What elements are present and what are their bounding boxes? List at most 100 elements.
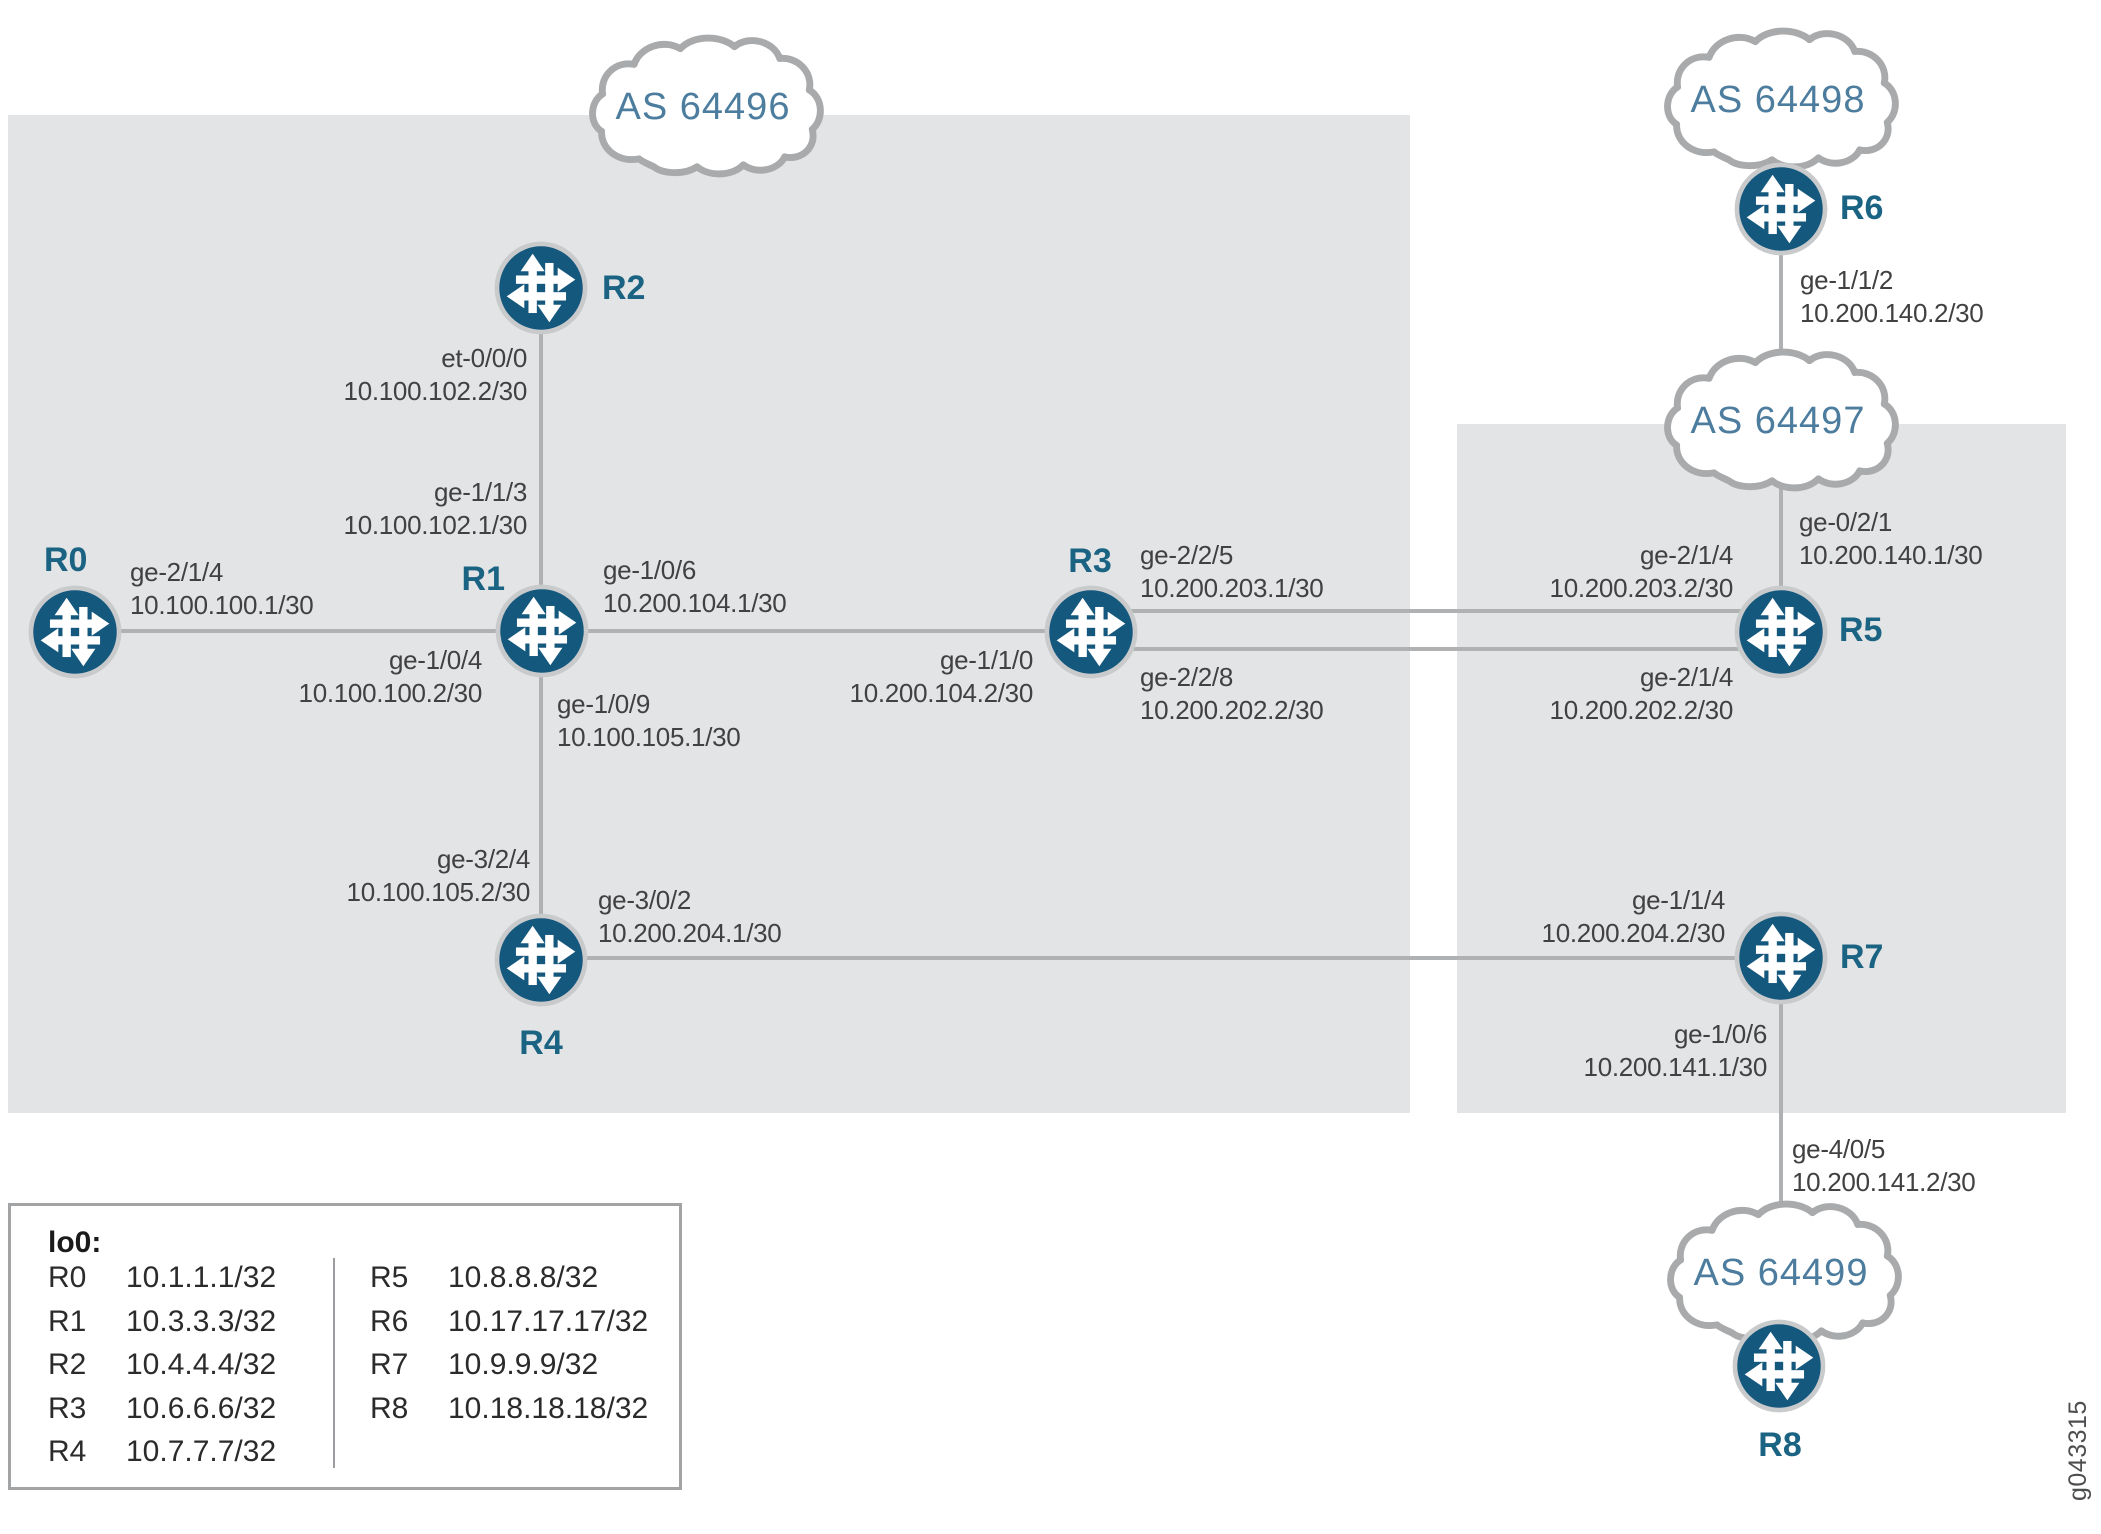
legend-loopback-ip: 10.8.8.8/32 <box>448 1261 599 1294</box>
interface-name: ge-1/1/4 <box>1631 885 1725 915</box>
interface-ip: 10.200.202.2/30 <box>1140 695 1324 725</box>
interface-name: ge-2/1/4 <box>1639 540 1733 570</box>
router-label-r3: R3 <box>1068 542 1112 580</box>
interface-ip: 10.200.203.1/30 <box>1140 573 1324 603</box>
interface-ip: 10.200.104.2/30 <box>849 678 1034 708</box>
router-r6 <box>1730 158 1832 260</box>
interface-ip: 10.200.204.2/30 <box>1541 918 1726 948</box>
as-64496-region <box>8 115 1410 1113</box>
as-cloud-label: AS 64497 <box>1690 399 1866 442</box>
as-cloud-label: AS 64496 <box>615 85 791 128</box>
interface-name: ge-0/2/1 <box>1799 507 1893 537</box>
legend-loopback-ip: 10.7.7.7/32 <box>126 1435 277 1468</box>
router-r8 <box>1728 1315 1830 1417</box>
router-r3 <box>1040 581 1142 683</box>
interface-ip: 10.100.102.1/30 <box>343 510 528 540</box>
router-icon <box>28 585 122 679</box>
router-label-r7: R7 <box>1840 938 1884 976</box>
interface-ip: 10.200.204.1/30 <box>598 918 782 948</box>
cloud-shape <box>1664 348 1899 492</box>
router-r1 <box>491 580 593 682</box>
interface-name: et-0/0/0 <box>441 343 527 373</box>
router-r2 <box>490 237 592 339</box>
interface-name: ge-1/0/6 <box>1673 1019 1767 1049</box>
legend-router-name: R6 <box>370 1304 409 1338</box>
legend-row-r0: R0 10.1.1.1/32 <box>48 1261 276 1305</box>
interface-ip: 10.100.102.2/30 <box>343 376 528 406</box>
figure-code: g043315 <box>2064 1400 2092 1501</box>
interface-name: ge-1/0/4 <box>388 645 482 675</box>
interface-name: ge-1/0/9 <box>557 689 651 719</box>
interface-ip: 10.200.140.2/30 <box>1800 298 1984 328</box>
link-r7-r8 <box>1779 958 1783 1366</box>
legend-loopback-ip: 10.9.9.9/32 <box>448 1348 599 1381</box>
interface-ip: 10.100.100.2/30 <box>298 678 483 708</box>
legend-row-r7: R7 10.9.9.9/32 <box>370 1348 648 1392</box>
legend-divider <box>333 1258 335 1468</box>
legend-row-r6: R6 10.17.17.17/32 <box>370 1305 648 1349</box>
router-icon <box>1732 1319 1826 1413</box>
router-icon <box>1044 585 1138 679</box>
legend-title: lo0: <box>48 1226 102 1259</box>
legend-router-name: R7 <box>370 1348 409 1381</box>
router-icon <box>494 241 588 335</box>
router-label-r6: R6 <box>1840 189 1884 227</box>
link-r1-r3 <box>542 629 1091 633</box>
link-r3-r5-lower <box>1091 647 1781 651</box>
interface-ip: 10.100.105.1/30 <box>557 722 741 752</box>
link-r4-r7 <box>541 956 1781 960</box>
interface-name: ge-1/1/0 <box>939 645 1033 675</box>
interface-name: ge-2/1/4 <box>1639 662 1733 692</box>
interface-name: ge-1/1/3 <box>433 477 527 507</box>
interface-ip: 10.200.203.2/30 <box>1549 573 1734 603</box>
interface-ip: 10.200.141.1/30 <box>1583 1052 1768 1082</box>
interface-name: ge-2/2/8 <box>1140 662 1234 692</box>
legend-router-name: R5 <box>370 1261 409 1294</box>
legend-loopback-ip: 10.1.1.1/32 <box>126 1261 277 1294</box>
legend-router-name: R0 <box>48 1261 87 1294</box>
interface-ip: 10.100.100.1/30 <box>130 590 314 620</box>
legend-router-name: R8 <box>370 1391 409 1425</box>
interface-name: ge-1/1/2 <box>1800 265 1894 295</box>
router-icon <box>1734 911 1828 1005</box>
legend-row-r4: R4 10.7.7.7/32 <box>48 1435 276 1479</box>
legend-loopback-ip: 10.18.18.18/32 <box>448 1391 649 1425</box>
cloud-as64497: AS 64497 <box>1655 342 1901 500</box>
interface-name: ge-1/0/6 <box>603 555 697 585</box>
router-label-r2: R2 <box>602 269 646 307</box>
cloud-shape <box>1664 27 1899 171</box>
legend-router-name: R3 <box>48 1391 87 1425</box>
cloud-as64499: AS 64499 <box>1658 1194 1904 1352</box>
legend-loopback-ip: 10.3.3.3/32 <box>126 1304 277 1338</box>
interface-name: ge-2/2/5 <box>1140 540 1234 570</box>
router-r5 <box>1730 581 1832 683</box>
interface-name: ge-3/0/2 <box>598 885 692 915</box>
router-label-r0: R0 <box>44 541 88 579</box>
router-r0 <box>24 581 126 683</box>
interface-ip: 10.200.141.2/30 <box>1792 1167 1976 1197</box>
legend-router-name: R2 <box>48 1348 87 1381</box>
legend-router-name: R4 <box>48 1435 87 1468</box>
legend-loopback-ip: 10.4.4.4/32 <box>126 1348 277 1381</box>
legend-loopback-ip: 10.17.17.17/32 <box>448 1304 649 1338</box>
